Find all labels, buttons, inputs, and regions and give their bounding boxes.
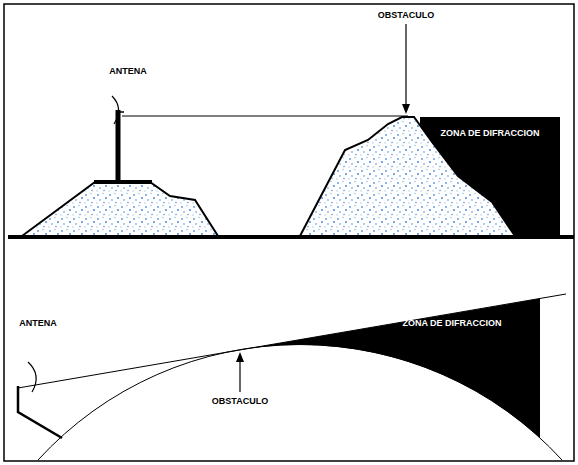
antenna-mount	[18, 386, 62, 438]
zone-label: ZONA DE DIFRACCION	[440, 128, 539, 139]
antenna-dish	[112, 96, 119, 124]
arrow-head	[236, 352, 244, 362]
obstacle-label: OBSTACULO	[212, 396, 268, 407]
leader-line	[239, 360, 240, 392]
zone-label: ZONA DE DIFRACCION	[402, 318, 501, 329]
ground-line	[8, 235, 574, 239]
diffraction-zone	[240, 299, 540, 439]
antenna-dish	[28, 362, 36, 392]
arrow-head	[402, 104, 410, 114]
line-of-sight	[122, 115, 408, 116]
tangent-ray	[18, 294, 566, 388]
antenna-label: ANTENA	[109, 66, 147, 77]
left-hill	[22, 182, 218, 236]
leader-line	[405, 24, 406, 108]
earth-curve	[38, 345, 562, 460]
hill-top	[94, 180, 152, 184]
antenna-label: ANTENA	[19, 318, 57, 329]
frame	[4, 4, 574, 461]
obstacle-label: OBSTACULO	[378, 10, 434, 21]
